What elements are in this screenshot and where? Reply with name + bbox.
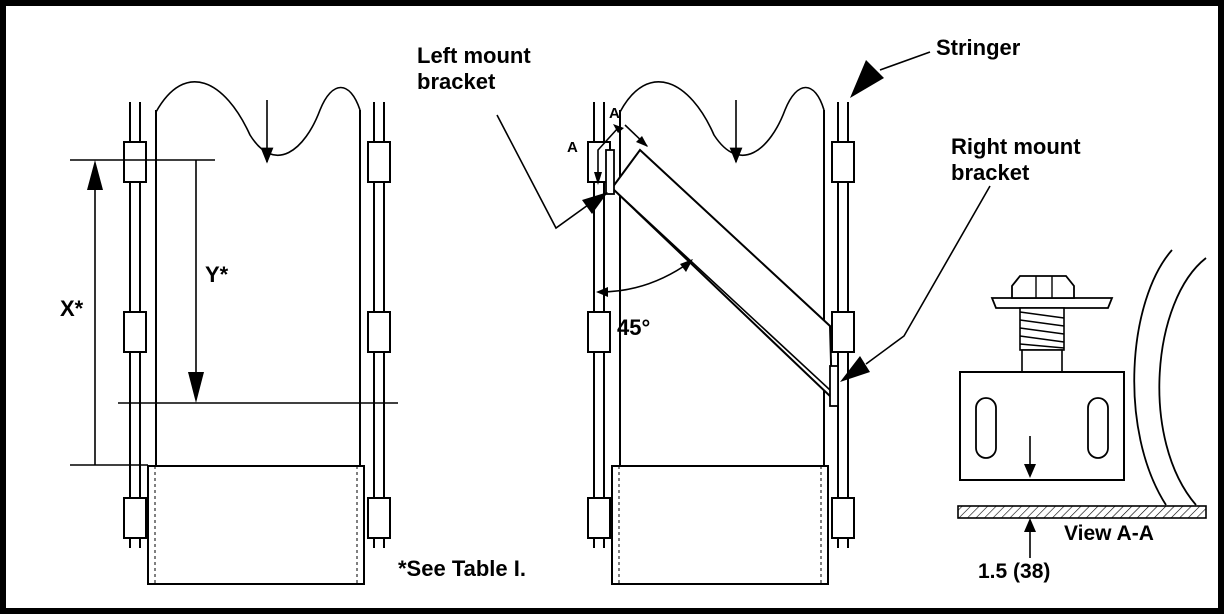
right-mount-leader <box>865 185 991 365</box>
right-mount-label-line2: bracket <box>951 160 1030 185</box>
y-dim-label: Y* <box>205 262 229 287</box>
left-mount-bracket <box>605 149 615 195</box>
left-mount-leader <box>496 114 589 230</box>
angle-label: 45° <box>617 315 650 340</box>
right-mount-label-line1: Right mount <box>951 134 1081 159</box>
stringer-label: Stringer <box>936 35 1021 60</box>
hex-nut <box>1011 275 1075 299</box>
stringer-leader <box>879 51 931 71</box>
diagonal-plow-blade <box>610 148 834 401</box>
left-view-pulley <box>147 465 365 585</box>
belt-surface-hatched <box>957 505 1207 519</box>
left-view-left-stringer <box>123 102 147 548</box>
section-a-marker <box>597 127 619 182</box>
compression-spring <box>1019 307 1065 351</box>
left-mount-label-line1: Left mount <box>417 43 531 68</box>
detail-blade-curve-outer <box>1133 249 1173 506</box>
left-view-right-stringer <box>367 102 391 548</box>
view-a-a-label: View A-A <box>1064 522 1154 545</box>
center-view: A A 45° Left mount bracket Stringer Righ… <box>417 35 1081 585</box>
slot-left <box>975 397 997 459</box>
left-view: X* Y* <box>60 81 398 585</box>
center-view-pulley <box>611 465 829 585</box>
angle-arc <box>599 261 691 293</box>
center-view-right-stringer <box>831 102 855 548</box>
left-view-break-line <box>155 81 361 156</box>
section-a-left-label: A <box>567 139 578 156</box>
view-a-a-detail: View A-A 1.5 (38) <box>957 249 1207 583</box>
slot-right <box>1087 397 1109 459</box>
clearance-dimension-label: 1.5 (38) <box>978 560 1050 583</box>
see-table-note: *See Table I. <box>398 556 526 581</box>
bolt-post <box>1021 349 1063 373</box>
right-mount-bracket <box>829 365 839 407</box>
x-dim-label: X* <box>60 296 84 321</box>
washer <box>990 297 1114 309</box>
center-view-break-line <box>619 81 825 156</box>
section-a-top-label: A <box>609 105 620 122</box>
detail-blade-curve-inner <box>1158 257 1207 506</box>
left-mount-label-line2: bracket <box>417 69 496 94</box>
